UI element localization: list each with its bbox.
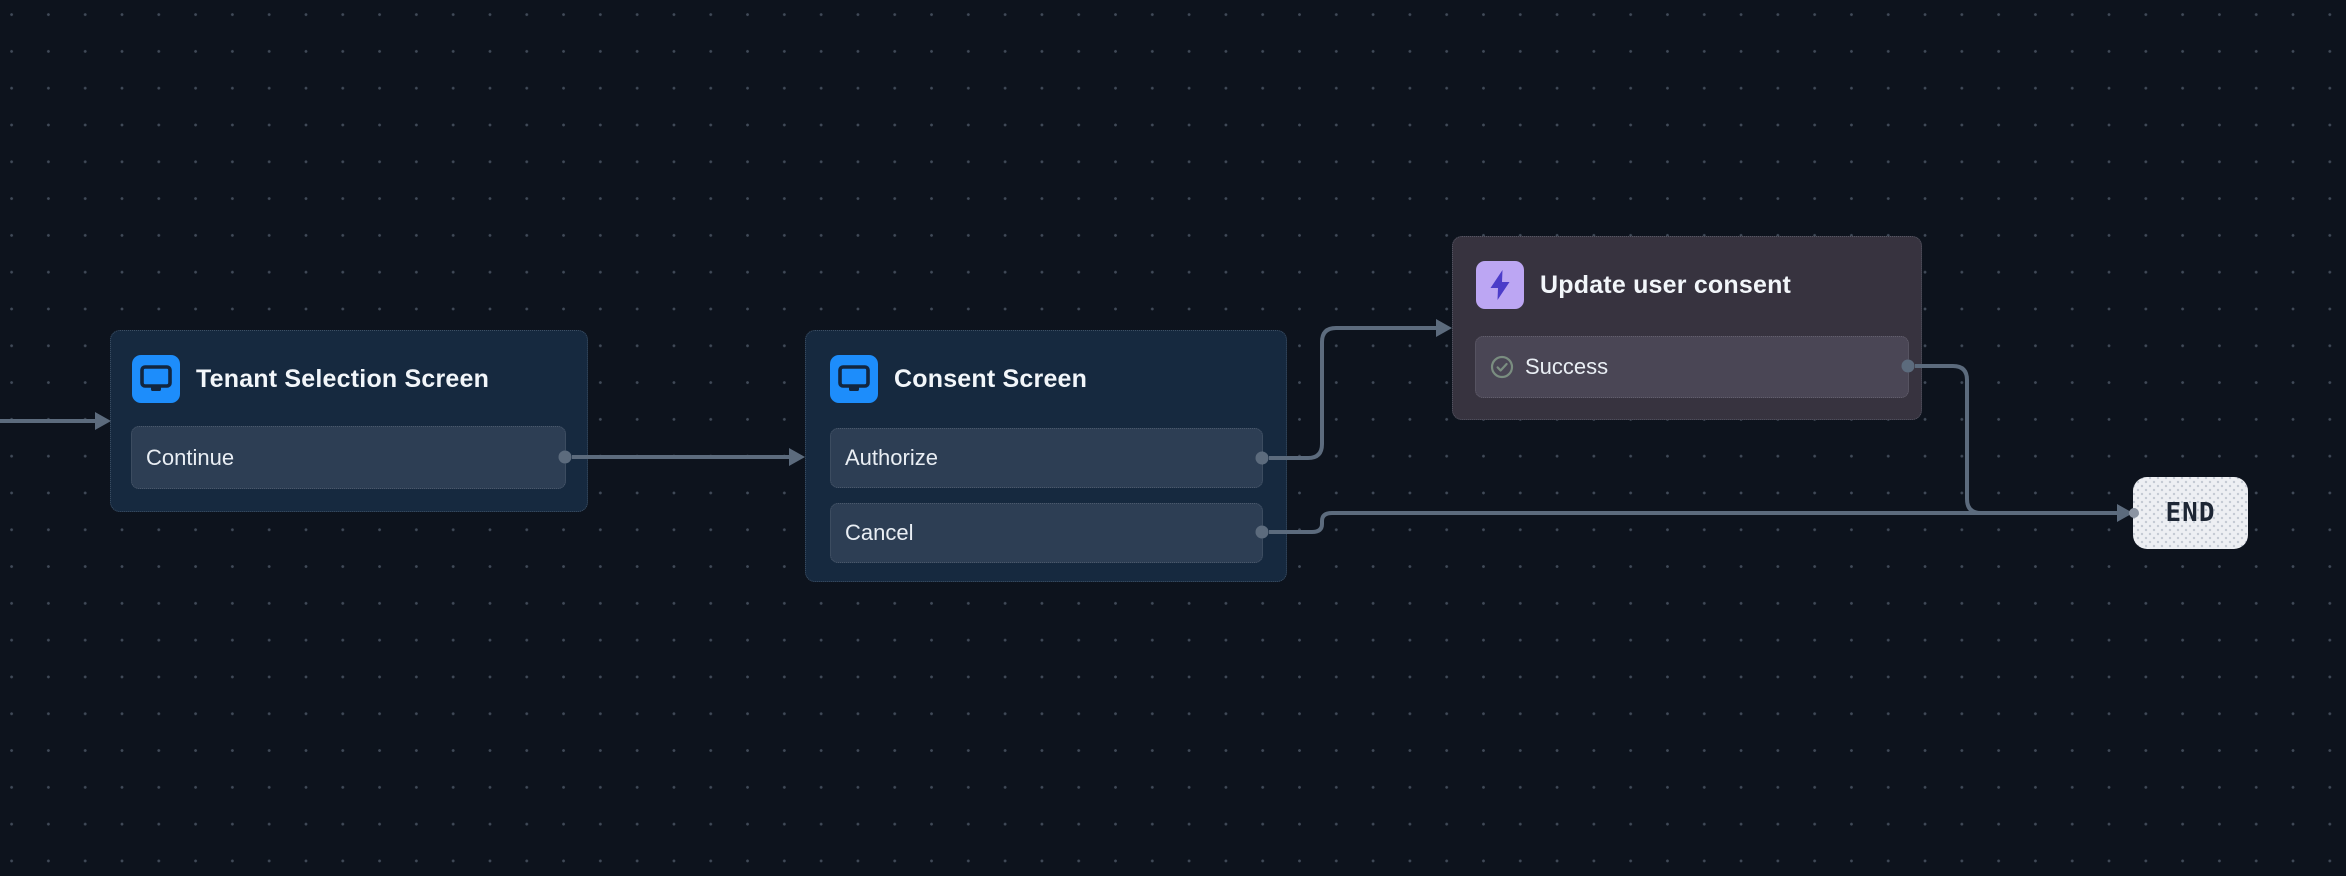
edge-cancel-to-end[interactable] <box>1269 511 2117 534</box>
action-label: Continue <box>146 444 235 470</box>
node-update-user-consent[interactable]: Update user consent Success <box>1452 236 1922 420</box>
edge-authorize-to-update[interactable] <box>1269 326 1436 460</box>
arrowhead-icon <box>1436 319 1452 337</box>
monitor-icon <box>132 355 180 403</box>
check-circle-icon <box>1490 355 1514 379</box>
action-row-cancel[interactable]: Cancel <box>830 503 1263 563</box>
action-label: Success <box>1525 354 1609 379</box>
node-header: Consent Screen <box>830 355 1087 403</box>
node-header: Tenant Selection Screen <box>132 355 489 403</box>
action-row-continue[interactable]: Continue <box>131 426 566 489</box>
action-label: Authorize <box>845 445 938 470</box>
node-title: Tenant Selection Screen <box>196 364 490 393</box>
node-title: Update user consent <box>1540 270 1792 299</box>
edge-success-to-end[interactable] <box>1915 364 2060 515</box>
arrowhead-icon <box>95 412 111 430</box>
arrowhead-icon <box>2117 504 2133 522</box>
monitor-icon <box>830 355 878 403</box>
node-end[interactable]: END <box>2133 477 2248 549</box>
node-consent-screen[interactable]: Consent Screen Authorize Cancel <box>805 330 1287 582</box>
end-label: END <box>2165 498 2216 528</box>
flash-icon <box>1476 261 1524 309</box>
action-row-success[interactable]: Success <box>1475 336 1909 398</box>
arrowhead-icon <box>789 448 805 466</box>
action-row-authorize[interactable]: Authorize <box>830 428 1263 488</box>
node-title: Consent Screen <box>894 364 1088 393</box>
action-label: Cancel <box>845 520 914 545</box>
node-tenant-selection-screen[interactable]: Tenant Selection Screen Continue <box>110 330 588 512</box>
node-header: Update user consent <box>1476 261 1791 309</box>
